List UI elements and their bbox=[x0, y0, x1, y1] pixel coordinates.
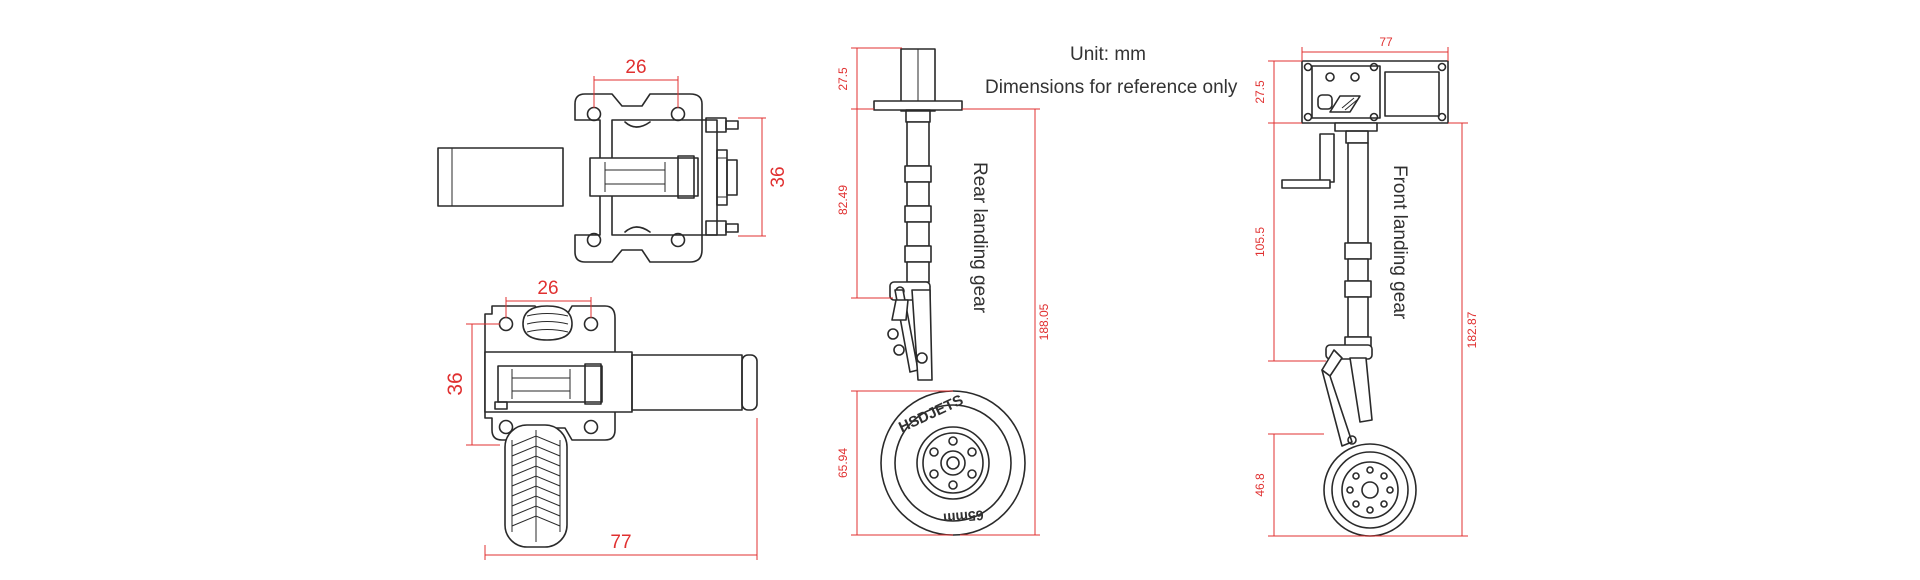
side-view-dimensions: 26 36 77 bbox=[444, 278, 758, 560]
top-view-dimensions: 26 36 bbox=[593, 57, 789, 237]
dim-front-wheel-diameter: 46.8 bbox=[1253, 473, 1267, 497]
dim-front-mount-height: 27.5 bbox=[1253, 80, 1267, 104]
dim-rear-total-height: 188.05 bbox=[1037, 303, 1051, 340]
unit-note: Unit: mm bbox=[1070, 44, 1146, 65]
dim-top-width: 36 bbox=[768, 166, 789, 187]
rear-gear-label: Rear landing gear bbox=[969, 162, 990, 314]
dim-side-width: 36 bbox=[444, 372, 467, 395]
retract-unit-side-view bbox=[484, 305, 758, 548]
wheel-size-text: 65mm bbox=[943, 507, 985, 526]
reference-note: Dimensions for reference only bbox=[985, 77, 1238, 98]
dim-rear-mount-height: 27.5 bbox=[836, 67, 850, 91]
dim-rear-wheel-diameter: 65.94 bbox=[836, 448, 850, 478]
dim-front-mount-width: 77 bbox=[1379, 35, 1393, 49]
front-landing-gear: Front landing gear bbox=[1281, 60, 1449, 537]
dim-side-length: 77 bbox=[610, 532, 631, 553]
front-gear-dimensions: 77 27.5 105.5 182.87 46.8 bbox=[1253, 35, 1479, 537]
dim-top-hole-spacing: 26 bbox=[625, 57, 646, 78]
dim-front-strut-length: 105.5 bbox=[1253, 227, 1267, 257]
retract-unit-top-view bbox=[437, 93, 739, 263]
dim-rear-strut-length: 82.49 bbox=[836, 185, 850, 215]
dim-side-hole-spacing: 26 bbox=[537, 278, 558, 299]
dim-front-total-height: 182.87 bbox=[1465, 311, 1479, 348]
rear-gear-dimensions: 27.5 82.49 188.05 65.94 bbox=[836, 47, 1051, 536]
rear-landing-gear: HSDJETS 65mm Rear landing gear bbox=[873, 48, 1026, 536]
front-gear-label: Front landing gear bbox=[1389, 165, 1410, 320]
